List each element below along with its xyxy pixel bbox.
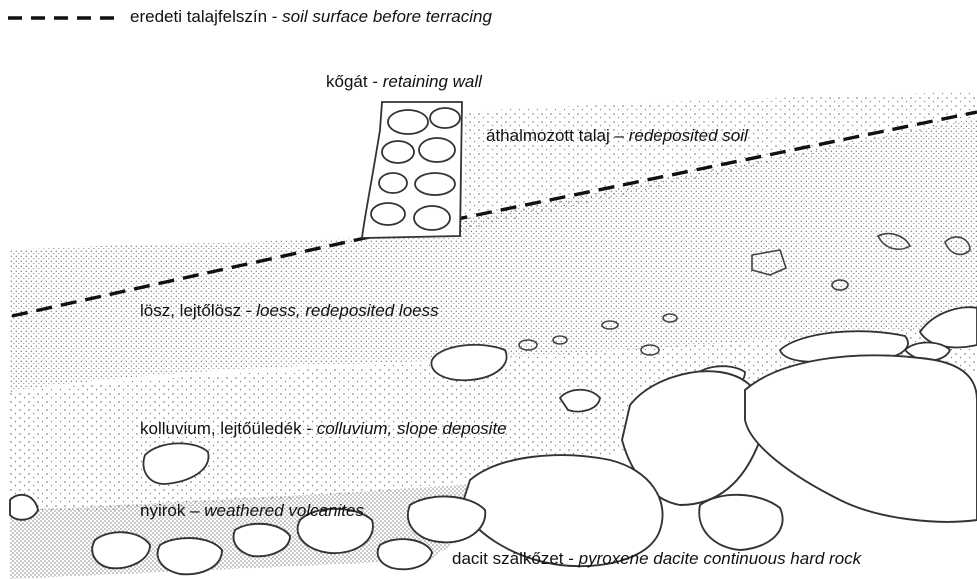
boulder (699, 495, 782, 550)
label-en: pyroxene dacite continuous hard rock (579, 549, 862, 568)
wall-stone (415, 173, 455, 195)
label-dacite: dacit szálkőzet - pyroxene dacite contin… (452, 550, 861, 567)
wall-stone (371, 203, 405, 225)
label-separator: - (241, 301, 256, 320)
label-volcanites: nyirok – weathered volcanites (140, 502, 364, 519)
label-separator: – (185, 501, 204, 520)
label-en: redeposited soil (629, 126, 748, 145)
label-hu: áthalmozott talaj (486, 126, 610, 145)
retaining-wall (362, 102, 462, 238)
label-en: weathered volcanites (204, 501, 364, 520)
legend-label: eredeti talajfelszín - soil surface befo… (130, 8, 492, 25)
label-retaining-wall: kőgát - retaining wall (326, 73, 482, 90)
label-en: loess, redeposited loess (256, 301, 438, 320)
boulder (378, 539, 432, 569)
label-separator: - (368, 72, 383, 91)
wall-stone (388, 110, 428, 134)
label-hu: kolluvium, lejtőüledék (140, 419, 302, 438)
label-separator: - (302, 419, 317, 438)
legend-term-hu: eredeti talajfelszín (130, 7, 267, 26)
wall-stone (430, 108, 460, 128)
label-colluvium: kolluvium, lejtőüledék - colluvium, slop… (140, 420, 507, 437)
label-separator: - (564, 549, 579, 568)
label-en: colluvium, slope deposite (317, 419, 507, 438)
label-hu: dacit szálkőzet (452, 549, 564, 568)
wall-stone (414, 206, 450, 230)
label-redeposited-soil: áthalmozott talaj – redeposited soil (486, 127, 748, 144)
label-hu: lösz, lejtőlösz (140, 301, 241, 320)
wall-stone (379, 173, 407, 193)
label-en: retaining wall (383, 72, 482, 91)
wall-stone (419, 138, 455, 162)
legend-term-en: soil surface before terracing (282, 7, 492, 26)
boulder (408, 496, 485, 542)
wall-stone (382, 141, 414, 163)
label-separator: – (610, 126, 629, 145)
boulder (745, 355, 977, 521)
label-hu: nyirok (140, 501, 185, 520)
label-loess: lösz, lejtőlösz - loess, redeposited loe… (140, 302, 439, 319)
legend-separator: - (267, 7, 282, 26)
label-hu: kőgát (326, 72, 368, 91)
